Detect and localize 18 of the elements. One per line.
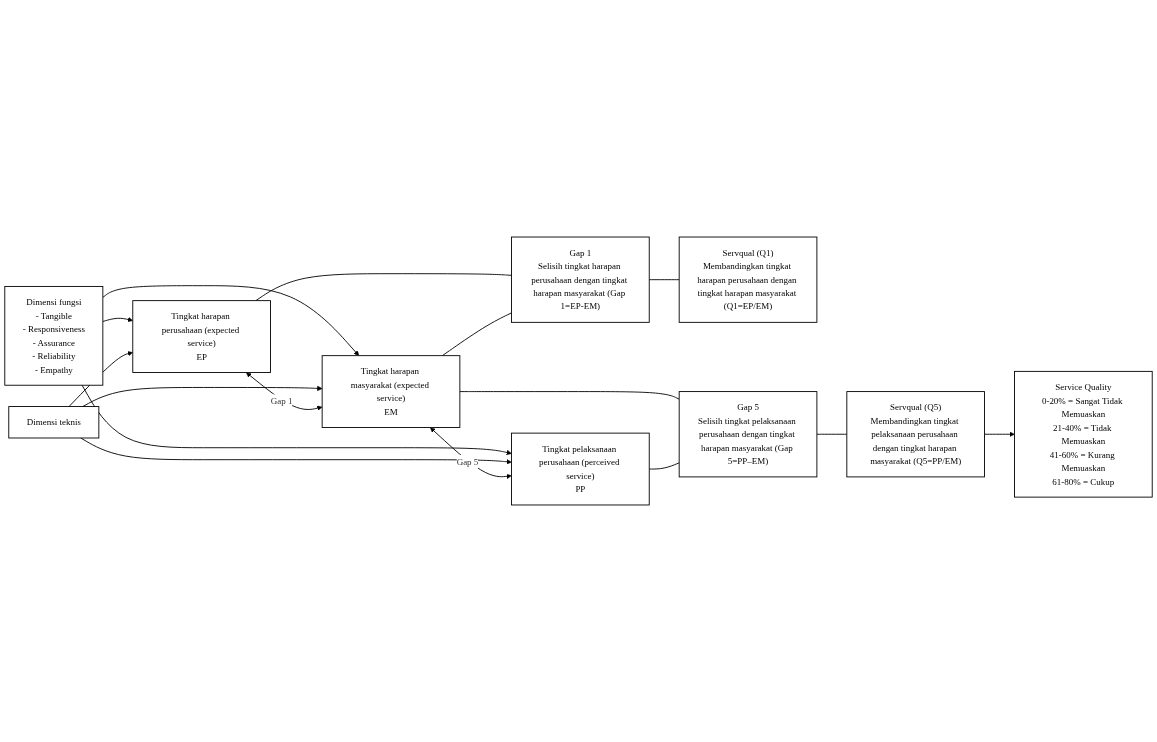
node-box: Servqual (Q5) Membandingkan tingkat pelaksanaan perusahaan dengan tingkat harapan masyarakat (Q5=PP/EM) xyxy=(846,391,985,478)
edge-label: Gap 5 xyxy=(456,456,479,467)
node-box: Tingkat harapan masyarakat (expected service) EM xyxy=(321,355,461,428)
node-box: Tingkat pelaksanaan perusahaan (perceived service) PP xyxy=(511,432,650,506)
node-box: Gap 1 Selisih tingkat harapan perusahaan dengan tingkat harapan masyarakat (Gap 1=EP-EM) xyxy=(511,236,650,323)
connector xyxy=(255,273,512,302)
node-box: Servqual (Q1) Membandingkan tingkat harapan perusahaan dengan tingkat harapan masyarakat (Q1=EP/EM) xyxy=(678,236,818,323)
connector xyxy=(648,279,680,281)
edge-label: Gap 1 xyxy=(270,396,293,406)
node-box: Dimensi teknis xyxy=(8,406,100,439)
connector xyxy=(441,312,512,357)
node-box: Service Quality 0-20% = Sangat Tidak Memuaskan 21-40% = Tidak Memuaskan 41-60% = Kurang Memuaskan 61-80% = Cukup xyxy=(1014,370,1153,498)
node-box: Tingkat harapan perusahaan (expected service) EP xyxy=(132,300,271,373)
connector xyxy=(648,462,680,470)
node-box: Gap 5 Selisih tingkat pelaksanaan perusahaan dengan tingkat harapan masyarakat (Gap 5=PP–EM) xyxy=(678,391,818,478)
node-box: Dimensi fungsi - Tangible - Responsiveness - Assurance - Reliability - Empathy xyxy=(4,285,104,386)
connector xyxy=(459,391,680,400)
connector xyxy=(816,433,848,435)
